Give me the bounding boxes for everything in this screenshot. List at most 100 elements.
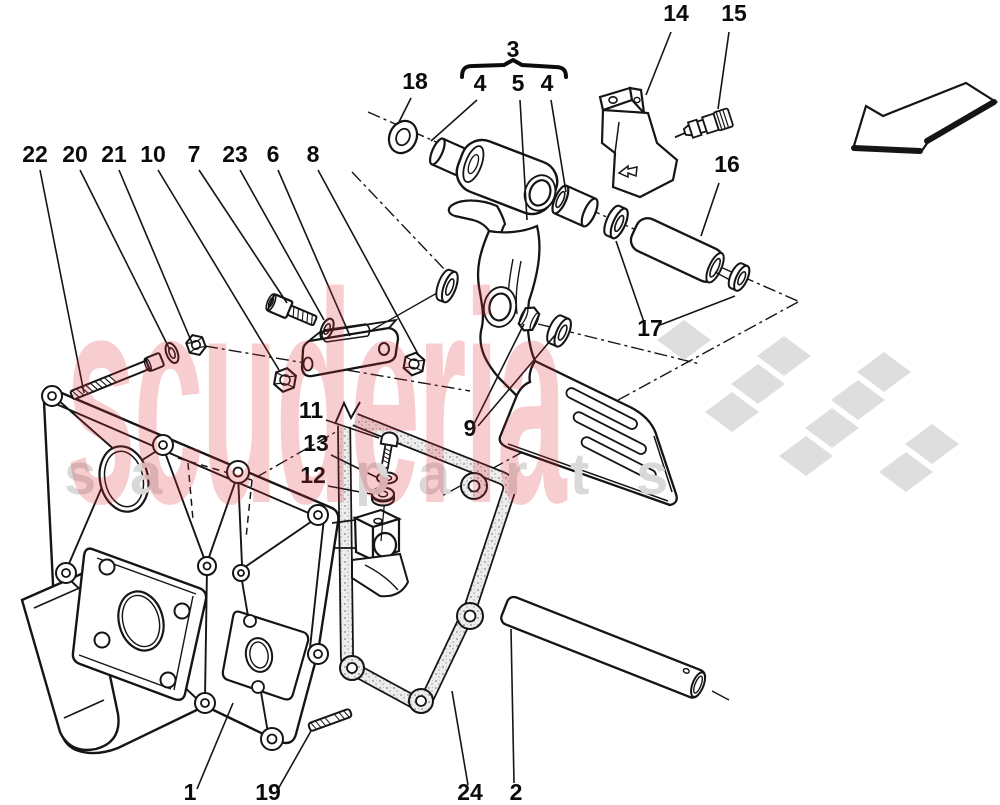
assembly-axis-line — [439, 301, 799, 498]
leader-line-17 — [659, 295, 736, 326]
pedal-arm-eye — [482, 286, 518, 328]
watermark-letter: r — [505, 442, 528, 507]
bracket-arrow-mark — [617, 164, 638, 179]
part-2-shaft — [500, 595, 707, 699]
callout-2: 2 — [510, 779, 523, 805]
flag-diamond — [831, 380, 885, 420]
watermark-letter: a — [418, 442, 451, 507]
part-11-bolt — [379, 431, 399, 470]
board-bosses — [41, 385, 329, 751]
direction-arrow-icon — [851, 81, 999, 154]
board-clevis-boss — [331, 508, 410, 598]
callout-12: 12 — [300, 462, 326, 488]
callout-14: 14 — [663, 0, 689, 26]
leader-line-4 — [430, 99, 478, 142]
flag-diamond — [757, 336, 811, 376]
part-17-washer-right — [727, 262, 751, 292]
leader-line-8 — [317, 169, 419, 355]
flag-diamond — [905, 424, 959, 464]
flag-diamond — [857, 352, 911, 392]
part-18-washer — [387, 119, 419, 155]
watermark-letter: s — [64, 442, 96, 507]
leader-line-13 — [330, 454, 377, 478]
part-4-bushing-right — [551, 184, 599, 228]
callout-23: 23 — [222, 141, 248, 167]
callout-11: 11 — [299, 397, 324, 423]
callout-17: 17 — [637, 315, 663, 341]
checkered-flag-watermark — [657, 320, 959, 492]
part-11-bolt-stack — [371, 431, 399, 542]
part-24-gasket — [333, 399, 517, 714]
leader-line-2 — [510, 628, 515, 784]
leader-line-18 — [397, 97, 412, 125]
leader-line-15 — [717, 31, 730, 110]
part-19-stud — [307, 708, 353, 732]
callout-15: 15 — [721, 0, 747, 26]
part-washer-free — [435, 268, 459, 304]
group-3-brace — [460, 57, 568, 79]
leader-line-14 — [645, 31, 672, 96]
callout-3: 3 — [507, 36, 520, 62]
part-16-spacer-tube — [629, 217, 725, 284]
callout-19: 19 — [255, 779, 281, 805]
leader-line-17 — [615, 240, 646, 326]
leader-line-24 — [451, 690, 469, 786]
leader-line-11 — [325, 419, 380, 439]
watermark-letter: s — [636, 442, 668, 507]
part-14-bracket — [598, 86, 679, 199]
callout-16: 16 — [714, 151, 740, 177]
flag-diamond — [879, 452, 933, 492]
board-large-hole — [98, 445, 150, 513]
leader-line-9 — [477, 333, 557, 427]
callout-13: 13 — [303, 430, 329, 456]
leader-line-16 — [700, 182, 720, 237]
part-12-washer — [371, 486, 395, 507]
flag-diamond — [779, 436, 833, 476]
gasket-holes — [339, 472, 488, 714]
part-pedal — [447, 138, 678, 507]
clevis-bolt-axis-line — [204, 345, 471, 392]
part-8-nut — [402, 351, 426, 377]
leader-line-6 — [277, 169, 351, 337]
callout-9: 9 — [464, 415, 477, 441]
part-22-long-bolt — [69, 352, 165, 401]
callout-24: 24 — [457, 779, 483, 805]
part-9-washer — [546, 314, 572, 348]
leader-line-1 — [196, 702, 234, 790]
callout-22: 22 — [22, 141, 48, 167]
leader-line-19 — [276, 730, 312, 792]
leader-line-7 — [198, 169, 288, 304]
shaft-axis-tick — [711, 690, 730, 701]
part-6-clevis — [300, 318, 400, 378]
callout-8: 8 — [307, 141, 320, 167]
part-9-nut — [517, 306, 541, 332]
leader-line-23 — [239, 169, 325, 321]
leader-line-22 — [39, 169, 85, 394]
callout-1: 1 — [184, 779, 197, 805]
part-10-nut — [272, 366, 298, 394]
callout-20: 20 — [62, 141, 88, 167]
leader-line-20 — [79, 169, 171, 351]
leader-line-5 — [519, 99, 528, 221]
part-15-switch — [674, 107, 734, 139]
leader-line-4 — [550, 99, 567, 193]
part-13-washer — [376, 471, 398, 485]
flag-diamond — [705, 392, 759, 432]
board-front-flange — [71, 547, 208, 702]
part-1-pedal-board — [20, 385, 410, 755]
callout-4: 4 — [541, 70, 554, 96]
pedal-fork — [447, 199, 507, 253]
board-side-flange — [221, 610, 310, 701]
board-axis-line — [254, 424, 349, 479]
leader-line-9 — [473, 323, 525, 425]
flag-diamond — [805, 408, 859, 448]
washer-clevis-line — [371, 292, 438, 331]
watermark-letter: a — [130, 442, 163, 507]
washer-axis-line — [351, 171, 448, 273]
flag-diamond — [731, 364, 785, 404]
callout-6: 6 — [267, 141, 280, 167]
